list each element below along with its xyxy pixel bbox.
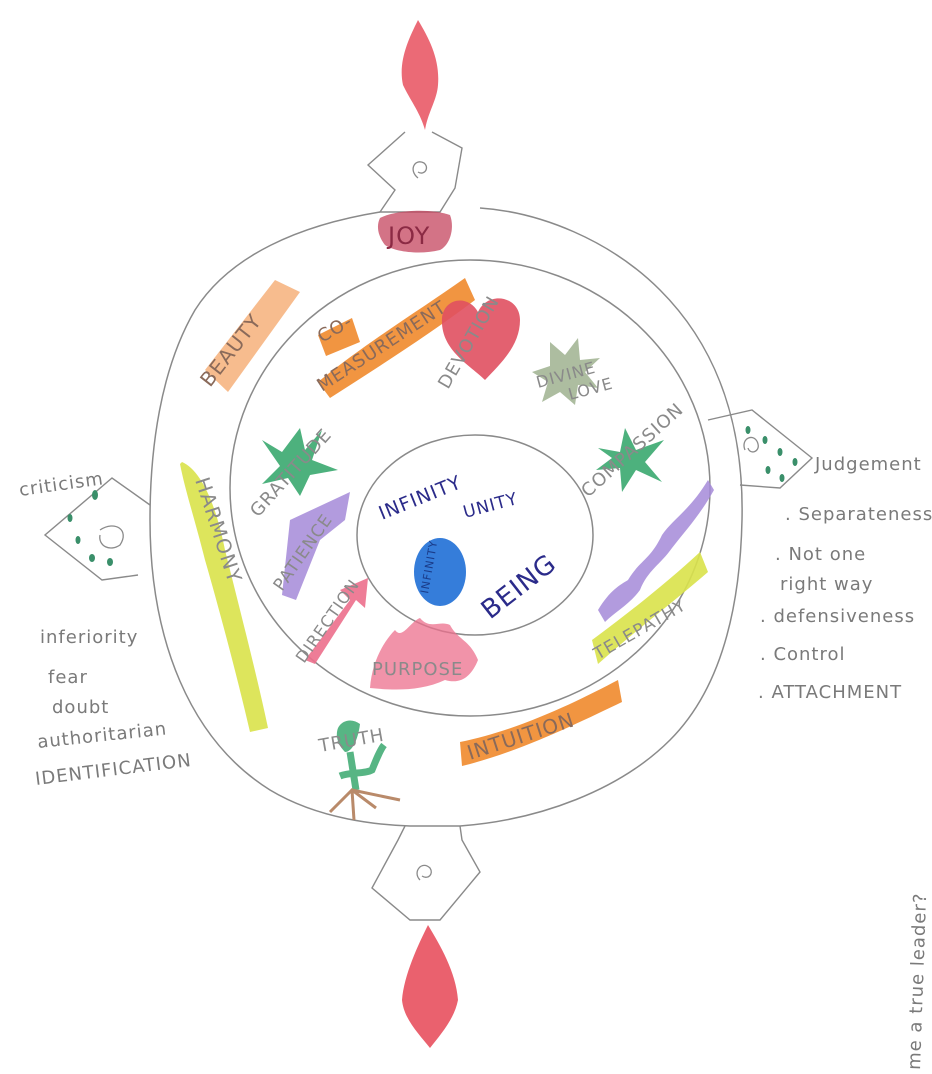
being-label: BEING — [476, 549, 563, 626]
left-flag-drops — [68, 490, 114, 566]
direction-label: DIRECTION — [292, 576, 363, 667]
left-flag-swirl — [100, 526, 123, 548]
note-right-2: right way — [780, 574, 873, 595]
right-flag — [708, 410, 812, 488]
margin-note: me a true leader? — [904, 892, 931, 1070]
note-left-3: authoritarian — [36, 718, 168, 752]
compassion-label: COMPASSION — [577, 399, 688, 502]
right-flag-drops — [746, 426, 798, 482]
joy-label: JOY — [386, 222, 430, 250]
top-connector — [368, 132, 462, 212]
bottom-connector — [372, 826, 480, 920]
note-right-1: . Not one — [775, 544, 866, 565]
note-left-4: IDENTIFICATION — [34, 750, 193, 790]
unity-label: UNITY — [461, 489, 520, 523]
note-judgement: Judgement — [814, 454, 922, 475]
inner-circle — [357, 435, 593, 635]
note-criticism: criticism — [18, 468, 105, 501]
note-right-3: . defensiveness — [760, 606, 915, 627]
note-left-2: doubt — [52, 697, 109, 718]
infinity-label: INFINITY — [376, 472, 465, 525]
purpose-label: PURPOSE — [372, 659, 463, 680]
note-right-5: . ATTACHMENT — [758, 682, 902, 703]
right-flag-swirl — [744, 437, 758, 451]
bottom-red-gem — [402, 925, 458, 1048]
note-left-1: fear — [48, 667, 88, 688]
top-red-gem — [402, 20, 439, 130]
note-left-0: inferiority — [40, 627, 138, 648]
top-swirl — [413, 162, 426, 178]
note-right-4: . Control — [760, 644, 846, 665]
note-right-0: . Separateness — [785, 504, 932, 525]
bottom-swirl — [417, 865, 431, 880]
